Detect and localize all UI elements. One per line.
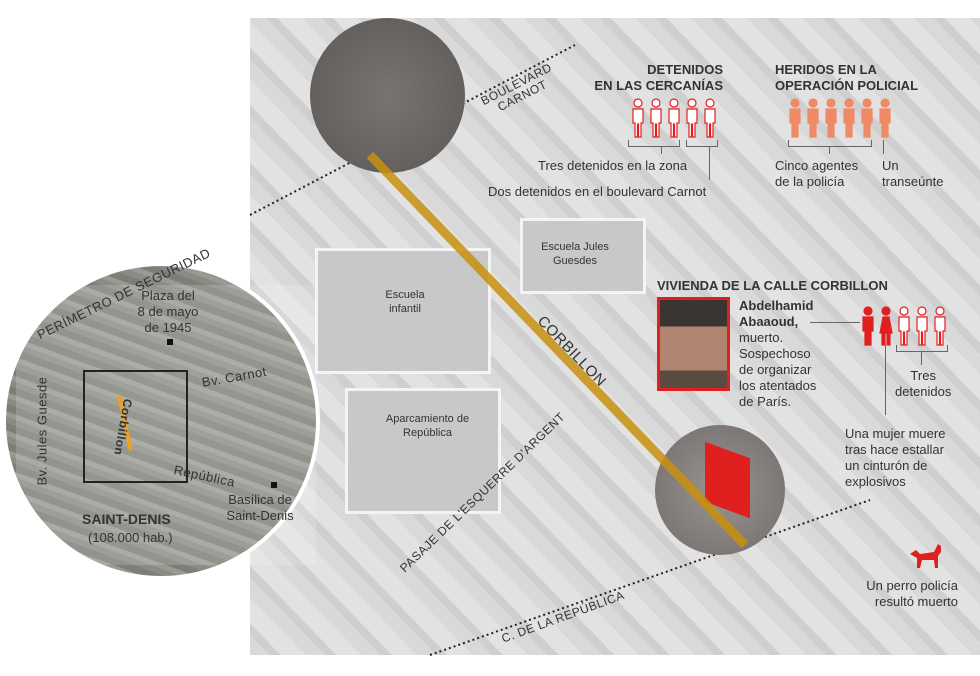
plaza-marker: [167, 339, 173, 345]
inset-city: SAINT-DENIS: [82, 511, 171, 527]
person-icon: [861, 98, 873, 138]
boulevard-carnot-line: [249, 44, 576, 216]
inset-pop: (108.000 hab.): [88, 530, 173, 545]
person-icon: [668, 98, 680, 138]
person-icon: [789, 98, 801, 138]
person-icon: [879, 306, 893, 346]
zoom-circle-carnot: [310, 18, 465, 173]
person-icon: [843, 98, 855, 138]
abaaoud-photo: [657, 297, 730, 391]
detenidos-carnot: Dos detenidos en el boulevard Carnot: [488, 184, 707, 199]
dog-icon: [910, 544, 941, 568]
inset-guesde: Bv. Jules Guesde: [34, 376, 50, 486]
building-escuela-jg: [520, 218, 646, 294]
label-aparcamiento: Aparcamiento de República: [385, 413, 470, 439]
label-escuela-infantil: Escuela infantil: [385, 289, 425, 315]
inset-perimeter-box: [83, 370, 188, 483]
person-icon: [704, 98, 716, 138]
zoom-circle-vivienda: [655, 425, 785, 555]
label-escuela-jg: Escuela Jules Guesdes: [541, 241, 609, 267]
basilica-marker: [271, 482, 277, 488]
heridos-icons: [787, 97, 895, 144]
inset-map: [2, 262, 320, 580]
building-escuela-infantil: [315, 248, 491, 374]
building-aparcamiento: [345, 388, 501, 514]
vivienda-icons: [860, 305, 950, 352]
vivienda-title: VIVIENDA DE LA CALLE CORBILLON: [657, 278, 888, 293]
person-icon: [879, 98, 891, 138]
person-icon: [862, 306, 874, 346]
person-icon: [898, 306, 910, 346]
detenidos-icons: [630, 97, 720, 144]
person-icon: [934, 306, 946, 346]
person-icon: [916, 306, 928, 346]
detenidos-zona: Tres detenidos en la zona: [538, 158, 688, 173]
person-icon: [807, 98, 819, 138]
person-icon: [825, 98, 837, 138]
person-icon: [632, 98, 644, 138]
person-icon: [686, 98, 698, 138]
person-icon: [650, 98, 662, 138]
